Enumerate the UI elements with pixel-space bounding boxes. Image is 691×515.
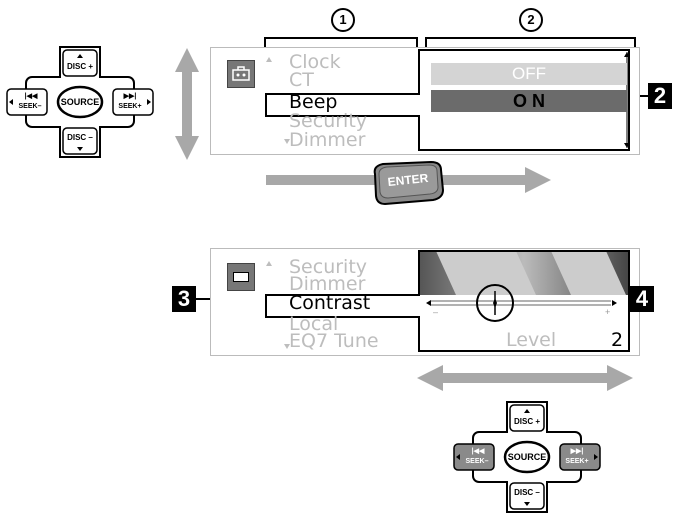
panel1-frame (265, 49, 630, 151)
slider-focus-circle (476, 284, 514, 322)
disc-minus-button[interactable] (62, 127, 98, 155)
panel2-frame (265, 250, 630, 352)
seek-plus-button[interactable] (112, 88, 154, 116)
menu-item-dimmer-2: Dimmer (289, 273, 366, 295)
disc-plus-label-2: DISC + (513, 417, 540, 426)
callout-4: 4 (630, 286, 654, 312)
source-button[interactable] (56, 85, 104, 119)
menu-item-security-2: Security (289, 256, 368, 278)
seek-minus-label: SEEK– (18, 103, 42, 110)
disc-minus-button-2[interactable] (509, 482, 545, 510)
column-marker-2: 2 (519, 8, 543, 32)
menu-item-contrast[interactable]: Contrast (289, 292, 371, 314)
slider-plus-label: + (605, 307, 611, 317)
prev-track-icon: |◀◀ (24, 93, 38, 100)
disc-plus-button[interactable] (62, 49, 98, 77)
disc-minus-label-2: DISC – (514, 488, 540, 497)
column-brackets (264, 37, 636, 47)
disc-minus-label: DISC – (67, 133, 93, 142)
source-label-2: SOURCE (507, 452, 547, 462)
slider-thumb (493, 298, 497, 308)
next-track-icon-2: ▶▶| (570, 448, 584, 455)
option-off-label: OFF (512, 64, 546, 83)
menu-item-ct: CT (289, 69, 314, 91)
menu-item-dimmer: Dimmer (289, 129, 366, 151)
disc-plus-button-2[interactable] (509, 404, 545, 432)
next-track-icon: ▶▶| (123, 93, 137, 100)
controller-bottom: DISC + DISC – SOURCE |◀◀ SEEK– ▶▶| SEEK+ (452, 400, 602, 515)
seek-plus-label-2: SEEK+ (565, 458, 589, 465)
option-on-label: O N (512, 91, 545, 111)
seek-plus-label: SEEK+ (118, 103, 142, 110)
seek-minus-button[interactable] (6, 88, 48, 116)
menu-panel-bottom: Security Dimmer Contrast Local EQ7 Tune … (210, 248, 640, 356)
option-off[interactable]: OFF (431, 63, 627, 85)
slider-minus-label: – (433, 307, 439, 317)
horizontal-adjust-arrow (417, 365, 633, 391)
controller-top: DISC + DISC – SOURCE |◀◀ SEEK– ▶▶| SEEK+ (5, 45, 155, 160)
contrast-icon (227, 263, 255, 291)
seek-minus-label-2: SEEK– (465, 458, 489, 465)
seek-plus-button-2[interactable] (559, 443, 601, 471)
menu-item-beep[interactable]: Beep (289, 91, 338, 113)
source-label: SOURCE (60, 97, 100, 107)
vertical-scroll-arrow (175, 48, 199, 160)
column-marker-1: 1 (331, 8, 355, 32)
disc-plus-label: DISC + (66, 62, 93, 71)
source-button-2[interactable] (503, 440, 551, 474)
settings-icon (227, 60, 255, 88)
menu-panel-top: Clock CT Beep Security Dimmer OFF O N (210, 47, 640, 155)
callout-2: 2 (648, 83, 672, 109)
option-on[interactable]: O N (431, 90, 627, 112)
menu-item-security: Security (289, 110, 368, 132)
menu-item-local: Local (289, 313, 339, 335)
menu-item-eq7-tune: EQ7 Tune (289, 330, 379, 352)
level-label: Level (506, 329, 557, 351)
callout-3: 3 (172, 286, 196, 312)
level-value: 2 (611, 329, 624, 351)
seek-minus-button-2[interactable] (453, 443, 495, 471)
prev-track-icon-2: |◀◀ (471, 448, 485, 455)
menu-item-clock: Clock (289, 51, 341, 73)
enter-button[interactable]: ENTER (371, 160, 445, 206)
